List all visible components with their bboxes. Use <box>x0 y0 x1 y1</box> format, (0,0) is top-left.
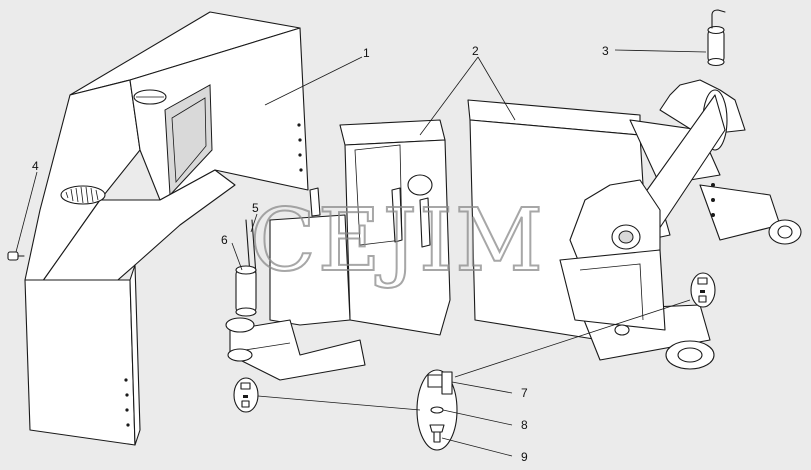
part-2-right-frame <box>467 79 802 370</box>
callout-labels: 1 2 3 4 5 6 7 8 9 <box>32 44 609 464</box>
part-8-washer <box>430 406 444 414</box>
vent-grill <box>65 186 99 204</box>
callout-5: 5 <box>252 201 259 215</box>
callout-4: 4 <box>32 159 39 173</box>
detail-bubble-center <box>416 369 458 451</box>
callout-2: 2 <box>472 44 479 58</box>
callout-1: 1 <box>363 46 370 60</box>
part-7-clip <box>427 371 453 395</box>
callout-7: 7 <box>521 386 528 400</box>
leader-lines <box>15 49 707 457</box>
part-9-screw <box>429 424 445 443</box>
part-4-bolt <box>7 251 25 261</box>
part-6-cylinder <box>235 265 257 317</box>
callout-6: 6 <box>221 233 228 247</box>
callout-3: 3 <box>602 44 609 58</box>
part-3-handle-pin <box>707 9 726 67</box>
detail-bubble-left <box>233 377 259 413</box>
part-1-bumper-beam <box>24 11 309 446</box>
watermark-text: СЕЈІМ <box>250 191 545 291</box>
detail-bubble-right <box>690 272 716 308</box>
part-2-left-frame <box>225 119 451 381</box>
callout-8: 8 <box>521 418 528 432</box>
callout-9: 9 <box>521 450 528 464</box>
